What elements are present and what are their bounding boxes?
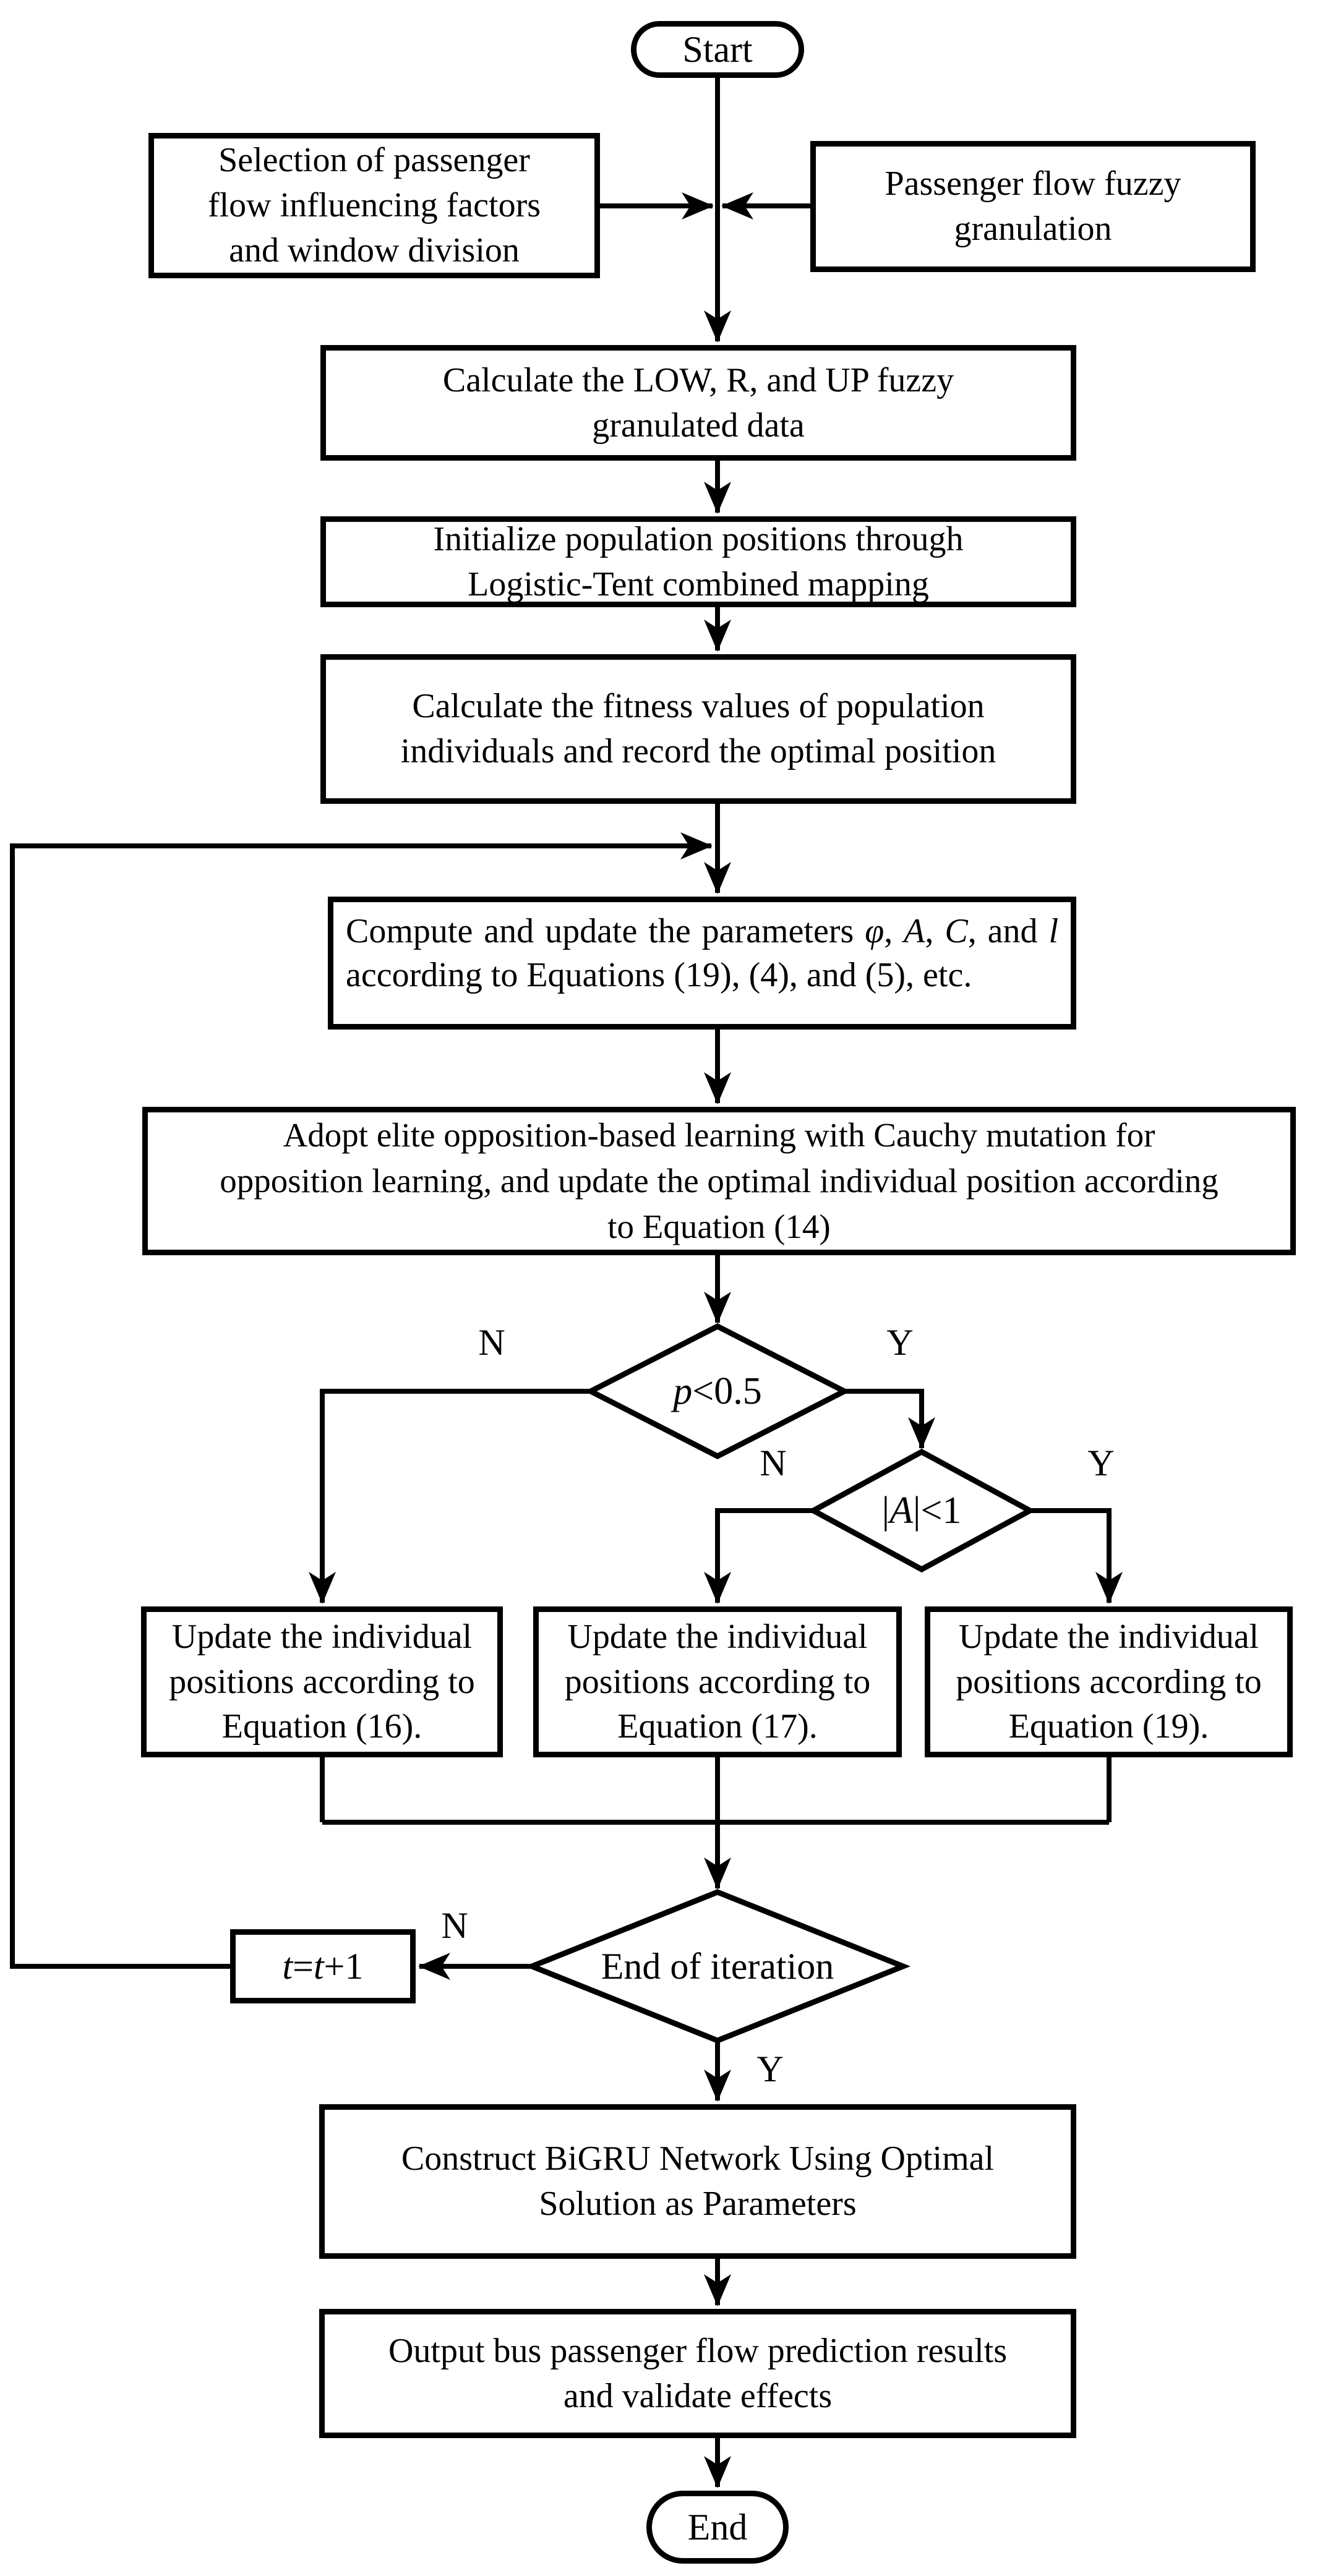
branch-label-iter-yes: Y xyxy=(756,2049,784,2089)
branch-label-iter-no: N xyxy=(441,1905,468,1946)
process-factor-selection-label: Selection of passenger flow influencing … xyxy=(207,141,541,270)
process-output-results-label: Output bus passenger flow prediction res… xyxy=(388,2331,1008,2415)
process-update-eq19: Update the individual positions accordin… xyxy=(925,1606,1293,1757)
process-fuzzy-granulation: Passenger flow fuzzy granulation xyxy=(810,141,1256,272)
edge-a-yes-to-eq19 xyxy=(1030,1508,1123,1604)
process-update-eq19-label: Update the individual positions accordin… xyxy=(956,1617,1262,1746)
edge-p-no-to-eq16 xyxy=(309,1389,591,1604)
process-construct-bigru-label: Construct BiGRU Network Using Optimal So… xyxy=(401,2139,995,2223)
edge-a-no-to-eq17 xyxy=(704,1508,813,1604)
decision-abs-a-diamond xyxy=(807,1448,1036,1573)
process-fitness-evaluation-label: Calculate the fitness values of populati… xyxy=(400,687,996,770)
edge-p-yes-to-a-decision xyxy=(844,1389,935,1449)
process-update-parameters: Compute and update the parameters φ, A, … xyxy=(328,897,1076,1030)
process-construct-bigru: Construct BiGRU Network Using Optimal So… xyxy=(319,2104,1076,2259)
process-init-population: Initialize population positions through … xyxy=(320,516,1076,607)
terminator-end: End xyxy=(646,2491,789,2564)
process-factor-selection: Selection of passenger flow influencing … xyxy=(148,133,600,278)
branch-label-a-yes: Y xyxy=(1087,1443,1115,1483)
process-t-increment-label: t=t+1 xyxy=(282,1946,364,1987)
process-init-population-label: Initialize population positions through … xyxy=(433,519,964,603)
process-update-eq16: Update the individual positions accordin… xyxy=(141,1606,503,1757)
edge-loopback-t-to-compute xyxy=(10,832,713,1969)
process-output-results: Output bus passenger flow prediction res… xyxy=(319,2309,1076,2438)
process-update-eq17: Update the individual positions accordin… xyxy=(533,1606,902,1757)
decision-end-iteration-diamond xyxy=(524,1889,911,2044)
process-update-parameters-label: Compute and update the parameters φ, A, … xyxy=(346,912,1059,995)
branch-label-p-no: N xyxy=(478,1322,505,1363)
decision-p-diamond xyxy=(585,1323,850,1460)
process-fitness-evaluation: Calculate the fitness values of populati… xyxy=(320,654,1076,804)
process-elite-opposition-learning: Adopt elite opposition-based learning wi… xyxy=(142,1107,1296,1255)
branch-label-p-yes: Y xyxy=(886,1322,914,1363)
terminator-start: Start xyxy=(631,21,804,78)
process-update-eq17-label: Update the individual positions accordin… xyxy=(564,1617,871,1746)
process-calc-granulated-data: Calculate the LOW, R, and UP fuzzy granu… xyxy=(320,345,1076,461)
process-update-eq16-label: Update the individual positions accordin… xyxy=(169,1617,475,1746)
branch-label-a-no: N xyxy=(760,1443,787,1483)
process-fuzzy-granulation-label: Passenger flow fuzzy granulation xyxy=(885,164,1181,248)
terminator-start-label: Start xyxy=(682,29,753,70)
process-elite-opposition-learning-label: Adopt elite opposition-based learning wi… xyxy=(220,1115,1219,1246)
process-t-increment: t=t+1 xyxy=(230,1929,416,2003)
terminator-end-label: End xyxy=(687,2507,748,2548)
process-calc-granulated-data-label: Calculate the LOW, R, and UP fuzzy granu… xyxy=(442,360,954,445)
